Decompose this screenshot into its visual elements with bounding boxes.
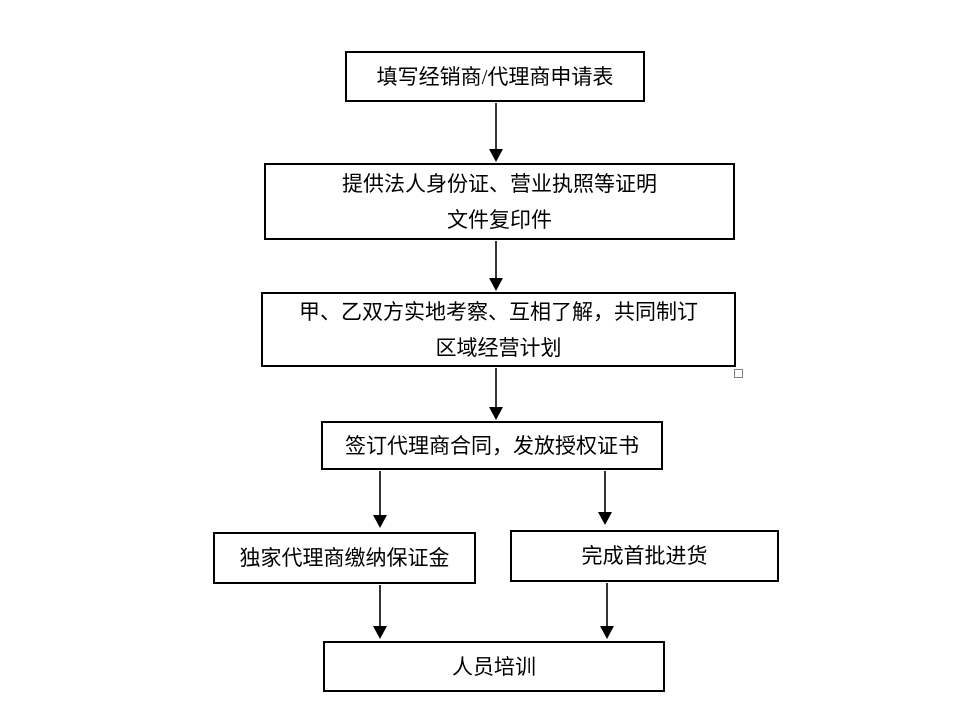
flow-node-label: 填写经销商/代理商申请表 bbox=[376, 64, 614, 89]
flow-node-contract: 签订代理商合同，发放授权证书 bbox=[321, 421, 663, 470]
flow-node-first-order: 完成首批进货 bbox=[510, 530, 779, 582]
arrowhead-down-icon bbox=[598, 512, 612, 525]
flow-node-documents: 提供法人身份证、营业执照等证明 文件复印件 bbox=[264, 163, 735, 240]
arrowhead-down-icon bbox=[600, 626, 614, 639]
arrow-deposit-to-training bbox=[373, 585, 387, 639]
arrow-first-order-to-training bbox=[600, 583, 614, 639]
flow-node-label-line1: 提供法人身份证、营业执照等证明 bbox=[342, 171, 657, 196]
flow-node-training: 人员培训 bbox=[323, 641, 665, 692]
flow-node-label-line1: 甲、乙双方实地考察、互相了解，共同制订 bbox=[299, 299, 698, 324]
arrow-contract-to-first-order bbox=[598, 471, 612, 525]
arrowhead-down-icon bbox=[373, 515, 387, 528]
arrowhead-down-icon bbox=[489, 278, 503, 291]
flow-node-label-line2: 文件复印件 bbox=[447, 207, 552, 232]
flow-node-label: 独家代理商缴纳保证金 bbox=[239, 546, 450, 570]
flow-node-deposit: 独家代理商缴纳保证金 bbox=[213, 532, 476, 584]
arrow-application-to-documents bbox=[489, 103, 503, 162]
arrowhead-down-icon bbox=[373, 626, 387, 639]
selection-resize-handle[interactable] bbox=[734, 369, 743, 378]
arrowhead-down-icon bbox=[489, 149, 503, 162]
arrow-documents-to-inspection bbox=[489, 241, 503, 291]
flow-node-inspection: 甲、乙双方实地考察、互相了解，共同制订 区域经营计划 bbox=[261, 292, 736, 367]
flow-node-label: 完成首批进货 bbox=[581, 544, 708, 568]
flow-node-application-form: 填写经销商/代理商申请表 bbox=[345, 51, 645, 102]
flow-node-label: 人员培训 bbox=[452, 654, 536, 679]
flow-node-label-line2: 区域经营计划 bbox=[435, 335, 562, 360]
arrow-inspection-to-contract bbox=[489, 368, 503, 420]
flow-node-label: 签订代理商合同，发放授权证书 bbox=[345, 433, 639, 458]
arrow-contract-to-deposit bbox=[373, 471, 387, 528]
arrowhead-down-icon bbox=[489, 407, 503, 420]
